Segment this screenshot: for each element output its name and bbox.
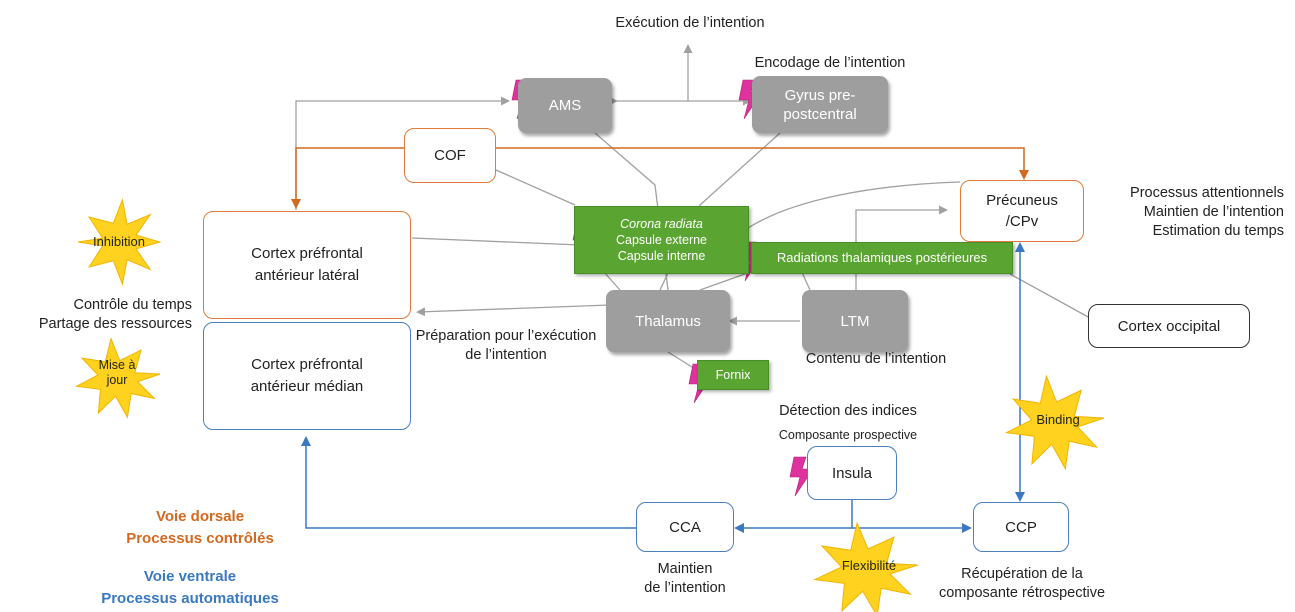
legend-dorsal-title: Voie dorsale [155, 508, 245, 525]
node-cof: COF [404, 128, 496, 183]
star-inhibition-label: Inhibition [92, 234, 146, 249]
corona-radiata-label: Corona radiata [620, 217, 703, 231]
node-ltm: LTM [802, 290, 908, 352]
node-fornix: Fornix [697, 360, 769, 390]
star-flexibilite [813, 521, 919, 612]
label-contenu: Contenu de l’intention [805, 351, 947, 367]
legend-dorsal-sub: Processus contrôlés [126, 530, 274, 547]
label-composante-prospective: Composante prospective [778, 428, 918, 442]
lightning-insula-icon [789, 456, 814, 497]
node-cca: CCA [636, 502, 734, 552]
edge-cof-cortex-lateral [291, 147, 405, 209]
label-preparation: Préparation pour l’exécution de l’intent… [415, 328, 597, 363]
edge-thalamus-cortex-lateral [416, 304, 611, 317]
star-flexibilite-label: Flexibilité [841, 558, 897, 573]
node-cortex-lateral: Cortex préfrontal antérieur latéral [203, 211, 411, 319]
edge-cca-cortex-median [301, 436, 636, 529]
label-processus: Processus attentionnels Maintien de l’in… [1130, 185, 1284, 239]
legend-ventral-title: Voie ventrale [143, 568, 237, 585]
node-cortex-median: Cortex préfrontal antérieur médian [203, 322, 411, 430]
edge-cof-precuneus [496, 147, 1029, 180]
capsule-externe-label: Capsule externe [615, 233, 708, 247]
star-inhibition [78, 197, 162, 287]
node-gyrus: Gyrus pre- postcentral [752, 76, 888, 133]
label-maintien: Maintien de l’intention [644, 561, 726, 596]
label-detection: Détection des indices [779, 403, 917, 419]
label-recuperation: Récupération de la composante rétrospect… [938, 566, 1106, 601]
edge-precuneus-capsule [744, 181, 961, 231]
node-radiations: Radiations thalamiques postérieures [751, 242, 1013, 274]
star-binding-label: Binding [1036, 412, 1080, 427]
legend-ventral-sub: Processus automatiques [101, 590, 279, 607]
node-ccp: CCP [973, 502, 1069, 552]
capsule-interne-label: Capsule interne [617, 249, 706, 263]
node-corona-capsules: Corona radiata Capsule externe Capsule i… [574, 206, 749, 274]
edge-radiations-occipital [1009, 273, 1091, 319]
star-mise-a-jour [74, 336, 161, 419]
dorsal-connectors [291, 147, 1029, 209]
label-encodage: Encodage de l’intention [754, 55, 906, 71]
star-mise-a-jour-label: Mise à jour [98, 358, 136, 387]
stars [74, 197, 1105, 612]
node-cortex-occipital: Cortex occipital [1088, 304, 1250, 348]
node-precuneus: Précuneus /CPv [960, 180, 1084, 242]
star-binding [1004, 374, 1105, 471]
ventral-connectors [301, 242, 1025, 533]
node-ams: AMS [518, 78, 612, 133]
edge-insula-cca [734, 500, 853, 533]
edge-cof-thalamus [495, 169, 576, 206]
node-thalamus: Thalamus [606, 290, 730, 352]
label-execution: Exécution de l’intention [615, 15, 765, 31]
label-controle-temps: Contrôle du temps Partage des ressources [38, 297, 192, 332]
node-insula: Insula [807, 446, 897, 500]
